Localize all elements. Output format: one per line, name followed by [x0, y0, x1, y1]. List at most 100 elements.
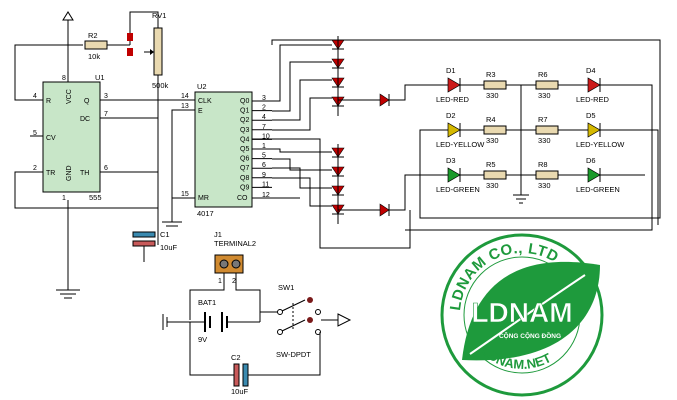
pinnum-mr: 15 [181, 191, 189, 198]
timer-555-u1: U1 555 R CV TR Q DC TH VCC GND 4 5 2 3 7… [30, 73, 195, 202]
u2-ref: U2 [197, 82, 207, 91]
pinnum-q4: 10 [262, 133, 270, 140]
resistor-r5-value: 330 [486, 181, 499, 190]
led-section: D1LED-REDR3330R6330D4LED-REDD2LED-YELLOW… [405, 66, 659, 231]
c2-value: 10uF [231, 387, 249, 396]
resistor-r7 [535, 125, 559, 135]
pinnum-q3: 7 [262, 124, 266, 131]
led-d5-ref: D5 [586, 111, 596, 120]
led-d4-icon [587, 77, 601, 93]
r2-ref: R2 [88, 31, 98, 40]
pinnum-r: 4 [33, 93, 37, 100]
pinnum-gnd: 1 [62, 195, 66, 202]
led-d3-label: LED-GREEN [436, 185, 480, 194]
pin-vcc: VCC [66, 89, 73, 104]
resistor-r3-ref: R3 [486, 70, 496, 79]
r2-value: 10k [88, 52, 100, 61]
capacitor-c2: C2 10uF [189, 322, 321, 396]
pinnum-q2: 4 [262, 114, 266, 121]
pinnum-q9: 11 [262, 181, 269, 188]
led-d6-icon [587, 167, 601, 183]
resistor-r7-ref: R7 [538, 115, 548, 124]
pin-q9: Q9 [240, 184, 249, 191]
led-d2-ref: D2 [446, 111, 456, 120]
u1-part: 555 [89, 193, 102, 202]
diode-icon [379, 93, 390, 107]
pin-q1: Q1 [240, 108, 249, 115]
pinnum-clk: 14 [181, 93, 189, 100]
pinnum-tr: 2 [33, 165, 37, 172]
led-d5-label: LED-YELLOW [576, 140, 625, 149]
pin-q5: Q5 [240, 146, 249, 153]
j1-ref: J1 [214, 230, 222, 239]
bat1-value: 9V [198, 335, 207, 344]
led-d4-ref: D4 [586, 66, 596, 75]
pinnum-q1: 2 [262, 105, 266, 112]
resistor-r8-ref: R8 [538, 160, 548, 169]
j1-pin1: 1 [218, 278, 222, 285]
pinnum-e: 13 [181, 103, 189, 110]
ldnam-logo: LDNAM CO., LTD LDNAM CỘNG CỘNG ĐỒNG LDNA… [440, 233, 604, 397]
pin-e: E [198, 108, 203, 115]
pin-q6: Q6 [240, 156, 249, 163]
pinnum-vcc: 8 [62, 75, 66, 82]
diode-icon [379, 203, 390, 217]
led-d1-label: LED-RED [436, 95, 470, 104]
resistor-r3-value: 330 [486, 91, 499, 100]
led-d5-icon [587, 122, 601, 138]
pin-co: CO [237, 195, 248, 202]
pinnum-th: 6 [104, 165, 108, 172]
c2-ref: C2 [231, 353, 241, 362]
resistor-r8-value: 330 [538, 181, 551, 190]
rv1-ref: RV1 [152, 11, 166, 20]
u1-ref: U1 [95, 73, 105, 82]
pin-tr: TR [46, 170, 55, 177]
pinnum-q0: 3 [262, 95, 266, 102]
led-d6-label: LED-GREEN [576, 185, 620, 194]
potentiometer-rv1: RV1 500k [127, 11, 169, 90]
pin-q4: Q4 [240, 136, 249, 143]
j1-pin2: 2 [232, 278, 236, 285]
pin-th: TH [80, 170, 89, 177]
resistor-r7-value: 330 [538, 136, 551, 145]
logo-tagline: CỘNG CỘNG ĐỒNG [499, 330, 561, 340]
c1-value: 10uF [160, 243, 178, 252]
pin-q: Q [84, 98, 90, 105]
pinnum-co: 12 [262, 192, 270, 199]
terminal-j1: J1 TERMINAL2 1 2 [189, 230, 261, 322]
led-d3-ref: D3 [446, 156, 456, 165]
pin-mr: MR [198, 195, 209, 202]
resistor-r5 [483, 170, 507, 180]
pin-dc: DC [80, 116, 90, 123]
bat1-ref: BAT1 [198, 298, 216, 307]
pin-q8: Q8 [240, 175, 249, 182]
pinnum-dc: 7 [104, 111, 108, 118]
pin-q3: Q3 [240, 127, 249, 134]
sw1-ref: SW1 [278, 283, 294, 292]
pinnum-q6: 5 [262, 153, 266, 160]
led-d2-label: LED-YELLOW [436, 140, 485, 149]
rv1-value: 500k [152, 81, 169, 90]
pinnum-q7: 6 [262, 162, 266, 169]
pin-clk: CLK [198, 98, 212, 105]
resistor-r4 [483, 125, 507, 135]
power-terminal-icon [62, 11, 74, 21]
logo-brand: LDNAM [471, 297, 572, 328]
resistor-r2: R2 10k [84, 31, 108, 61]
pin-q7: Q7 [240, 165, 249, 172]
pinnum-q8: 9 [262, 172, 266, 179]
resistor-r4-ref: R4 [486, 115, 496, 124]
led-d6-ref: D6 [586, 156, 596, 165]
pin-gnd: GND [66, 165, 73, 181]
led-d4-label: LED-RED [576, 95, 610, 104]
resistor-r5-ref: R5 [486, 160, 496, 169]
resistor-r8 [535, 170, 559, 180]
resistor-r4-value: 330 [486, 136, 499, 145]
pinnum-q5: 1 [262, 143, 266, 150]
pin-cv: CV [46, 135, 56, 142]
vcc-wiring [14, 11, 159, 299]
led-d1-ref: D1 [446, 66, 456, 75]
